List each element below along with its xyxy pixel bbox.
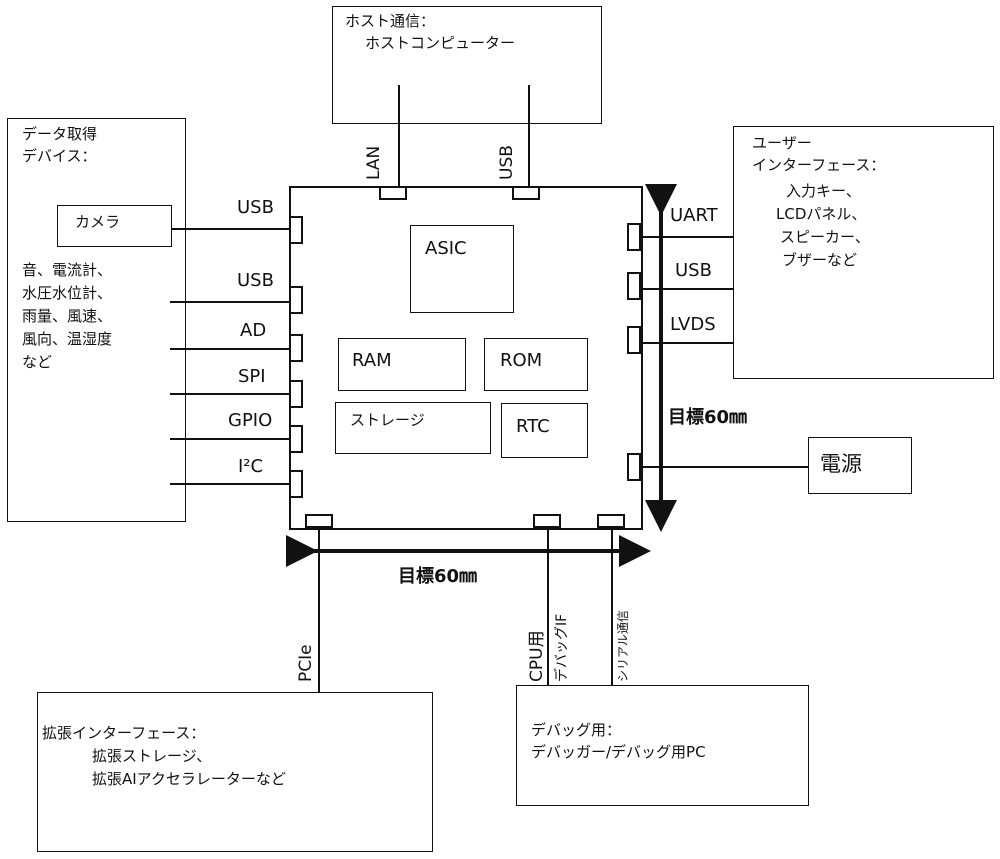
user-if-item-2: LCDパネル、 bbox=[776, 205, 867, 223]
storage-block bbox=[335, 402, 491, 454]
left-pad-4 bbox=[289, 380, 303, 408]
usb-right-line bbox=[641, 288, 765, 290]
top-pad-usb bbox=[512, 186, 540, 200]
ram-label: RAM bbox=[352, 350, 392, 371]
ram-block bbox=[338, 338, 466, 391]
bottom-pad-cpu bbox=[533, 514, 561, 528]
right-pad-4 bbox=[627, 453, 641, 481]
ext-if-box bbox=[37, 692, 433, 852]
user-if-box bbox=[733, 126, 994, 379]
right-pad-1 bbox=[627, 223, 641, 251]
data-device-title2: デバイス： bbox=[22, 147, 97, 165]
user-if-item-4: ブザーなど bbox=[782, 251, 858, 269]
user-if-item-3: スピーカー、 bbox=[780, 228, 870, 246]
left-pad-6 bbox=[289, 470, 303, 498]
lan-line bbox=[398, 85, 400, 186]
rom-label: ROM bbox=[500, 350, 543, 371]
right-pad-2 bbox=[627, 272, 641, 300]
left-port-1: USB bbox=[237, 197, 274, 218]
left-pad-3 bbox=[289, 334, 303, 362]
left-line-6 bbox=[170, 483, 289, 485]
sensor-line-4: 風向、温湿度 bbox=[22, 330, 113, 348]
data-device-box bbox=[7, 118, 186, 522]
right-port-lvds: LVDS bbox=[670, 314, 716, 335]
data-device-title: データ取得 bbox=[22, 125, 98, 143]
left-port-3: AD bbox=[240, 320, 267, 341]
rtc-block bbox=[501, 403, 588, 458]
lvds-line bbox=[641, 342, 765, 344]
sensor-line-1: 音、電流計、 bbox=[22, 261, 113, 279]
left-line-4 bbox=[170, 393, 289, 395]
bottom-pad-pcie bbox=[305, 514, 333, 528]
user-if-title: ユーザー bbox=[752, 134, 812, 152]
host-body: ホストコンピューター bbox=[365, 34, 516, 52]
left-port-2: USB bbox=[237, 270, 274, 291]
left-port-6: I²C bbox=[238, 456, 264, 477]
host-box bbox=[332, 6, 602, 124]
cpu-debug-line bbox=[547, 528, 549, 685]
right-port-usb: USB bbox=[675, 260, 712, 281]
camera-line bbox=[172, 228, 289, 230]
sensor-line-2: 水圧水位計、 bbox=[22, 284, 113, 302]
pcie-line bbox=[318, 528, 320, 710]
user-if-title2: インターフェース： bbox=[752, 156, 886, 174]
host-title: ホスト通信： bbox=[345, 12, 436, 30]
debug-box bbox=[516, 685, 809, 806]
sensor-line-5: など bbox=[22, 353, 53, 371]
power-box bbox=[808, 437, 912, 494]
dim-vertical-label: 目標60㎜ bbox=[668, 407, 748, 428]
rtc-label: RTC bbox=[516, 416, 550, 437]
left-pad-2 bbox=[289, 286, 303, 314]
left-line-2 bbox=[170, 301, 289, 303]
ext-if-line-2: 拡張AIアクセラレーターなど bbox=[92, 770, 286, 788]
debug-body: デバッガー/デバッグ用PC bbox=[531, 743, 706, 761]
storage-label: ストレージ bbox=[350, 411, 425, 429]
camera-label: カメラ bbox=[75, 213, 121, 231]
left-port-5: GPIO bbox=[228, 410, 273, 431]
usb-host-line bbox=[528, 85, 530, 186]
left-pad-5 bbox=[289, 425, 303, 453]
rom-block bbox=[484, 338, 588, 391]
right-pad-3 bbox=[627, 326, 641, 354]
right-port-uart: UART bbox=[670, 205, 718, 226]
power-label: 電源 bbox=[820, 452, 862, 476]
ext-if-line-1: 拡張ストレージ、 bbox=[92, 747, 212, 765]
uart-line bbox=[641, 236, 765, 238]
asic-block bbox=[410, 225, 514, 313]
debug-title: デバッグ用： bbox=[531, 721, 622, 739]
dim-horizontal-label: 目標60㎜ bbox=[398, 566, 478, 587]
top-pad-lan bbox=[379, 186, 407, 200]
serial-line bbox=[611, 528, 613, 685]
bottom-pad-serial bbox=[597, 514, 625, 528]
left-port-4: SPI bbox=[238, 366, 266, 387]
left-line-3 bbox=[170, 348, 289, 350]
ext-if-title: 拡張インターフェース： bbox=[42, 724, 206, 742]
left-pad-1 bbox=[289, 216, 303, 244]
asic-label: ASIC bbox=[425, 238, 467, 259]
camera-box bbox=[57, 205, 172, 247]
power-line bbox=[641, 466, 808, 468]
sensor-line-3: 雨量、風速、 bbox=[22, 307, 113, 325]
left-line-5 bbox=[170, 438, 289, 440]
user-if-item-1: 入力キー、 bbox=[786, 182, 861, 200]
